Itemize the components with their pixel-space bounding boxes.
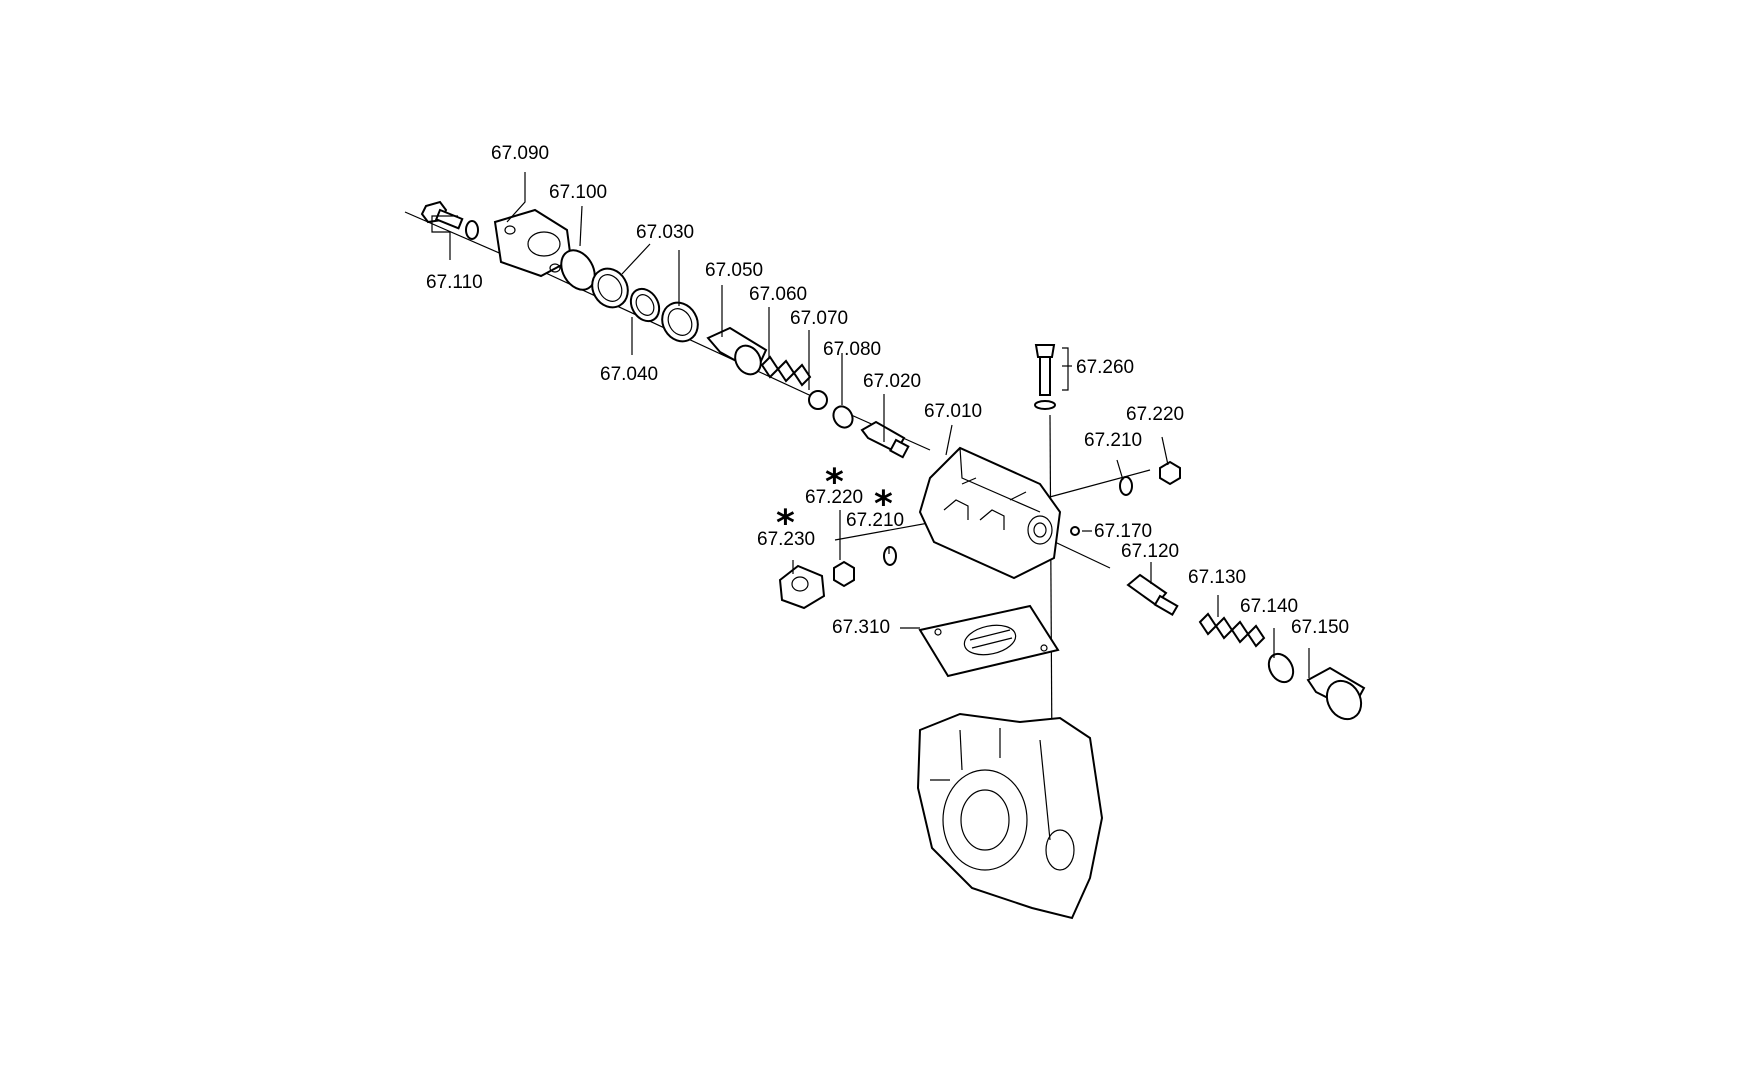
part-67-120-valve <box>1126 573 1179 617</box>
part-67-230-sensor <box>778 564 826 610</box>
label-67-080: 67.080 <box>823 339 881 360</box>
part-67-220-plug-right <box>1159 460 1181 486</box>
label-67-070: 67.070 <box>790 308 848 329</box>
part-labels: 67.090 67.100 67.110 67.030 67.040 67.05… <box>426 143 1349 638</box>
part-67-020-valve <box>860 420 910 459</box>
part-67-030-seal <box>591 267 629 309</box>
part-67-260-bolt <box>1034 344 1069 410</box>
label-67-100: 67.100 <box>549 182 607 203</box>
label-67-060: 67.060 <box>749 284 807 305</box>
label-67-130: 67.130 <box>1188 567 1246 588</box>
label-67-110: 67.110 <box>426 272 483 293</box>
label-67-260: 67.260 <box>1076 357 1134 378</box>
part-67-090-cover <box>493 208 573 278</box>
asterisk-67-230: * <box>776 503 795 544</box>
part-67-310-gasket <box>918 604 1060 678</box>
label-67-010: 67.010 <box>924 401 982 422</box>
transmission-case <box>916 712 1104 920</box>
part-67-150-plug <box>1306 666 1366 721</box>
label-67-090: 67.090 <box>491 143 549 164</box>
label-67-140: 67.140 <box>1240 596 1298 617</box>
label-67-210-left: 67.210 <box>846 510 904 531</box>
part-67-110-bolt <box>420 200 479 240</box>
label-67-220-right: 67.220 <box>1126 404 1184 425</box>
label-67-220-left: 67.220 <box>805 487 863 508</box>
label-67-230: 67.230 <box>757 529 815 550</box>
asterisk-67-220: * <box>825 462 844 503</box>
label-67-020: 67.020 <box>863 371 921 392</box>
part-67-080-ring <box>832 405 854 429</box>
label-67-050: 67.050 <box>705 260 763 281</box>
part-67-010-housing <box>918 446 1062 580</box>
part-67-050-piston <box>706 326 768 376</box>
part-67-040-seal <box>629 287 661 323</box>
label-67-150: 67.150 <box>1291 617 1349 638</box>
part-67-070-ball <box>808 390 828 410</box>
asterisk-67-210: * <box>874 484 893 525</box>
part-67-170-ball <box>1070 526 1080 536</box>
label-67-210-right: 67.210 <box>1084 430 1142 451</box>
label-67-170: 67.170 <box>1094 521 1152 542</box>
label-67-030: 67.030 <box>636 222 694 243</box>
asterisk-markers: * * * <box>776 462 893 544</box>
part-67-030b-seal <box>661 301 699 343</box>
leader-lines <box>431 172 1310 678</box>
part-67-060-spring <box>760 355 812 387</box>
part-67-220-plug-left <box>833 560 855 588</box>
part-67-100-o-ring <box>560 249 596 291</box>
part-67-130-spring <box>1198 612 1266 648</box>
label-67-120: 67.120 <box>1121 541 1179 562</box>
part-67-210-washer-right <box>1119 476 1133 496</box>
part-67-210-washer-left <box>883 546 897 566</box>
label-67-040: 67.040 <box>600 364 658 385</box>
part-67-140-o-ring <box>1267 652 1295 684</box>
label-67-310: 67.310 <box>832 617 890 638</box>
